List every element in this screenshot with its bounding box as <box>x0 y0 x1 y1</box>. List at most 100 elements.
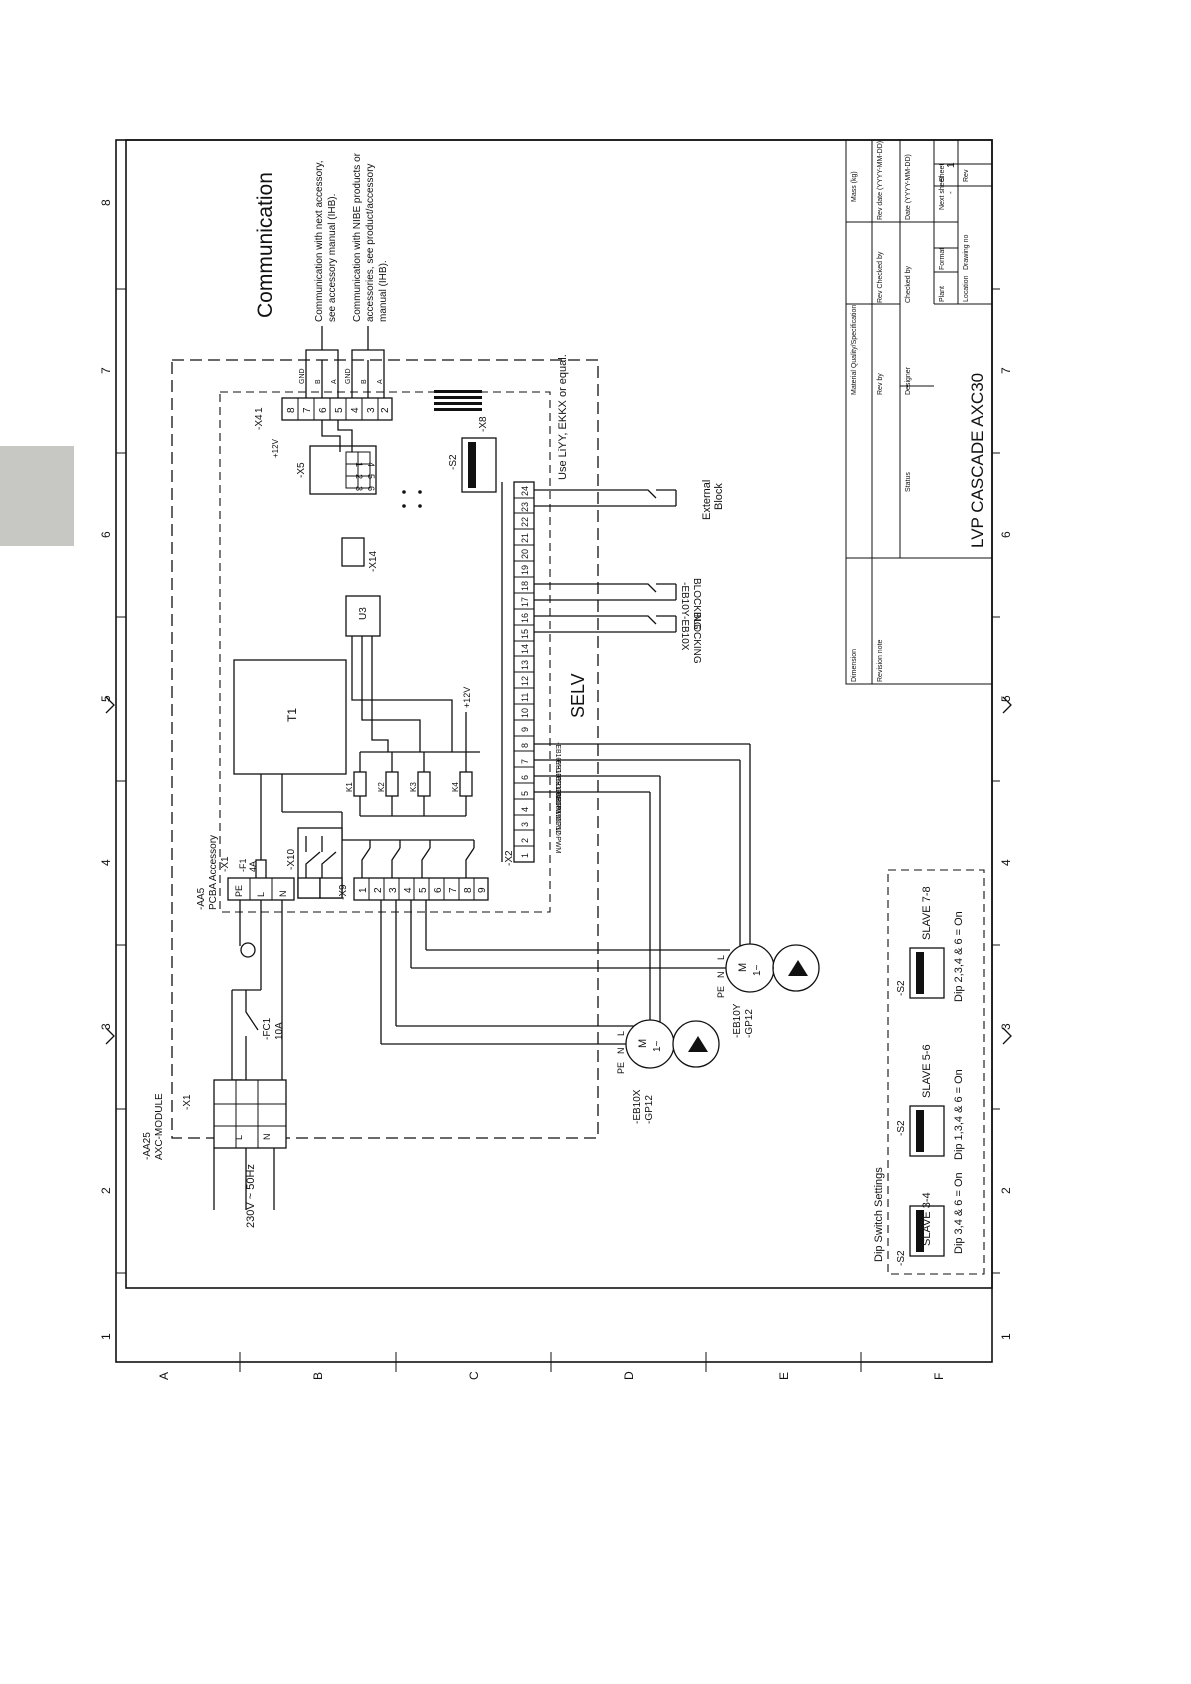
comm-note-1a: Communication with next accessory, <box>314 160 325 322</box>
x2-t11: 11 <box>520 693 530 702</box>
x9-t7: 7 <box>448 887 459 893</box>
x1-pcba-l: L <box>256 892 266 897</box>
tb-sheet: Sheet <box>939 164 946 182</box>
grid-row-a: A <box>157 1372 171 1380</box>
inner-frame <box>125 139 993 1289</box>
x1-pcba-terminals: PE L N -AA5 PCBA Accessory -X1 <box>196 835 295 910</box>
x8-connector: -X8 <box>434 390 489 432</box>
communication-title: Communication <box>254 172 277 318</box>
dip-setting-7-8: Dip 2,3,4 & 6 = On <box>953 911 965 1002</box>
grid-col-2-right: 2 <box>999 1187 1013 1194</box>
dip-s2-2: -S2 <box>896 1120 907 1136</box>
grid-col-2-left: 2 <box>99 1187 113 1194</box>
dip-setting-3-4: Dip 3,4 & 6 = On <box>953 1172 965 1254</box>
x2-t12: 12 <box>520 676 530 686</box>
x2-t10: 10 <box>520 708 530 718</box>
x2-t1: 1 <box>520 853 530 858</box>
relay-k3: K3 <box>409 782 418 792</box>
x4-pin-gnd-2: GND <box>345 368 352 384</box>
pump-x-l: L <box>616 1031 626 1036</box>
pwm-label-1: -EB10Y-GP12 GND <box>554 742 561 803</box>
x9-t4: 4 <box>403 887 414 893</box>
supply-label: 230V ~ 50Hz <box>245 1164 257 1228</box>
pump-y-label-2: -GP12 <box>744 1009 755 1038</box>
x5-t2: 2 <box>354 474 364 479</box>
x9-t6: 6 <box>433 887 444 893</box>
grid-col-3-left: 3 <box>99 1023 113 1030</box>
pump-x-pe: PE <box>616 1062 626 1074</box>
dip-setting-slave-7-8: -S2 SLAVE 7-8 Dip 2,3,4 & 6 = On <box>896 886 965 1002</box>
x2-t7: 7 <box>520 759 530 764</box>
x1-main-terminals: -AA25 AXC-MODULE -X1 L N <box>142 1079 287 1160</box>
pump-y-l: L <box>716 955 726 960</box>
x9-t8: 8 <box>463 887 474 893</box>
x2-t19: 19 <box>520 565 530 575</box>
relay-k2: K2 <box>377 782 386 792</box>
u3-label: U3 <box>358 607 369 620</box>
x4-t1: 1 <box>254 407 265 413</box>
tb-rev-by: Rev by <box>877 373 884 395</box>
x4-plus12v: +12V <box>271 438 280 458</box>
x2-t15: 15 <box>520 629 530 639</box>
motor-y-m: M <box>737 963 749 972</box>
x10-label: -X10 <box>286 848 297 870</box>
relay-k1: K1 <box>345 782 354 792</box>
grid-row-b: B <box>311 1372 325 1380</box>
grid-col-4-left: 4 <box>99 859 113 866</box>
dip-slave-5-6: SLAVE 5-6 <box>921 1044 933 1098</box>
motor-y-phase: 1~ <box>752 964 763 976</box>
blocking-y-1: -EB10Y <box>679 582 690 617</box>
x1-pcba-n: N <box>278 891 288 898</box>
pcba-boundary <box>219 391 551 913</box>
board-label-1: -AA5 <box>196 887 207 910</box>
relay-coils: K1 K2 K3 K4 <box>345 752 473 817</box>
motor-x-m: M <box>637 1039 649 1048</box>
plus12v-label: +12V <box>462 687 472 708</box>
dip-title: Dip Switch Settings <box>873 1167 885 1262</box>
external-block-1: External <box>701 480 713 520</box>
module-boundary <box>171 359 599 1139</box>
x2-t18: 18 <box>520 581 530 591</box>
pump-y-n: N <box>716 972 726 979</box>
dip-setting-slave-5-6: -S2 SLAVE 5-6 Dip 1,3,4 & 6 = On <box>896 1044 965 1160</box>
x14-connector <box>341 537 365 567</box>
x2-terminal-strip: 24 23 22 21 20 19 18 17 16 15 14 13 12 1… <box>501 481 535 866</box>
comm-note-2a: Communication with NIBE products or <box>352 152 363 322</box>
s2-board-dip: -S2 <box>448 437 497 493</box>
tb-checked-by: Checked by <box>905 266 912 303</box>
x2-t8: 8 <box>520 743 530 748</box>
tb-date: Date (YYYY-MM-DD) <box>905 154 912 220</box>
x9-terminal-strip: 1 2 3 4 5 6 7 8 9 -X9 <box>338 877 489 901</box>
x5-t6: 6 <box>366 486 376 491</box>
blocking-x-1: -EB10X <box>679 616 690 651</box>
x2-t24: 24 <box>520 486 530 496</box>
breaker-fc1-rating: 10A <box>274 1022 285 1040</box>
grid-row-e: E <box>777 1372 791 1380</box>
x2-t14: 14 <box>520 644 530 654</box>
blocking-x-2: BLOCKING <box>691 612 702 664</box>
x14-label: -X14 <box>368 550 379 572</box>
dip-slave-3-4: SLAVE 3-4 <box>921 1192 933 1246</box>
x1-pcba-label: -X1 <box>220 856 231 872</box>
tb-drawing-title: LVP CASCADE AXC30 <box>968 373 987 548</box>
pump-eb10y: M 1~ L N PE -EB10Y -GP12 <box>716 943 820 1038</box>
dip-s2-3: -S2 <box>896 1250 907 1266</box>
x4-pin-gnd-1: GND <box>299 368 306 384</box>
tb-sheet-value: 1 <box>946 162 957 168</box>
x2-t21: 21 <box>520 533 530 543</box>
x9-t3: 3 <box>388 887 399 893</box>
breaker-fc1-label: -FC1 <box>262 1017 273 1040</box>
x5-connector: 1 2 3 4 5 6 -X5 <box>296 420 377 495</box>
grid-row-c: C <box>467 1371 481 1380</box>
grid-row-f: F <box>932 1373 946 1380</box>
x4-t8: 8 <box>286 407 297 413</box>
tb-material: Material Quality/Specification <box>851 305 858 395</box>
tb-drawing-no: Drawing no <box>963 234 970 270</box>
x4-pin-a-1: A <box>331 379 338 384</box>
tb-format: Format <box>939 248 946 270</box>
x5-t4: 4 <box>366 462 376 467</box>
pwm-label-2: -EB10Y-GP12 PWM <box>554 758 561 821</box>
comm-note-2c: manual (IHB). <box>378 260 389 322</box>
tb-designer: Designer <box>905 366 912 395</box>
